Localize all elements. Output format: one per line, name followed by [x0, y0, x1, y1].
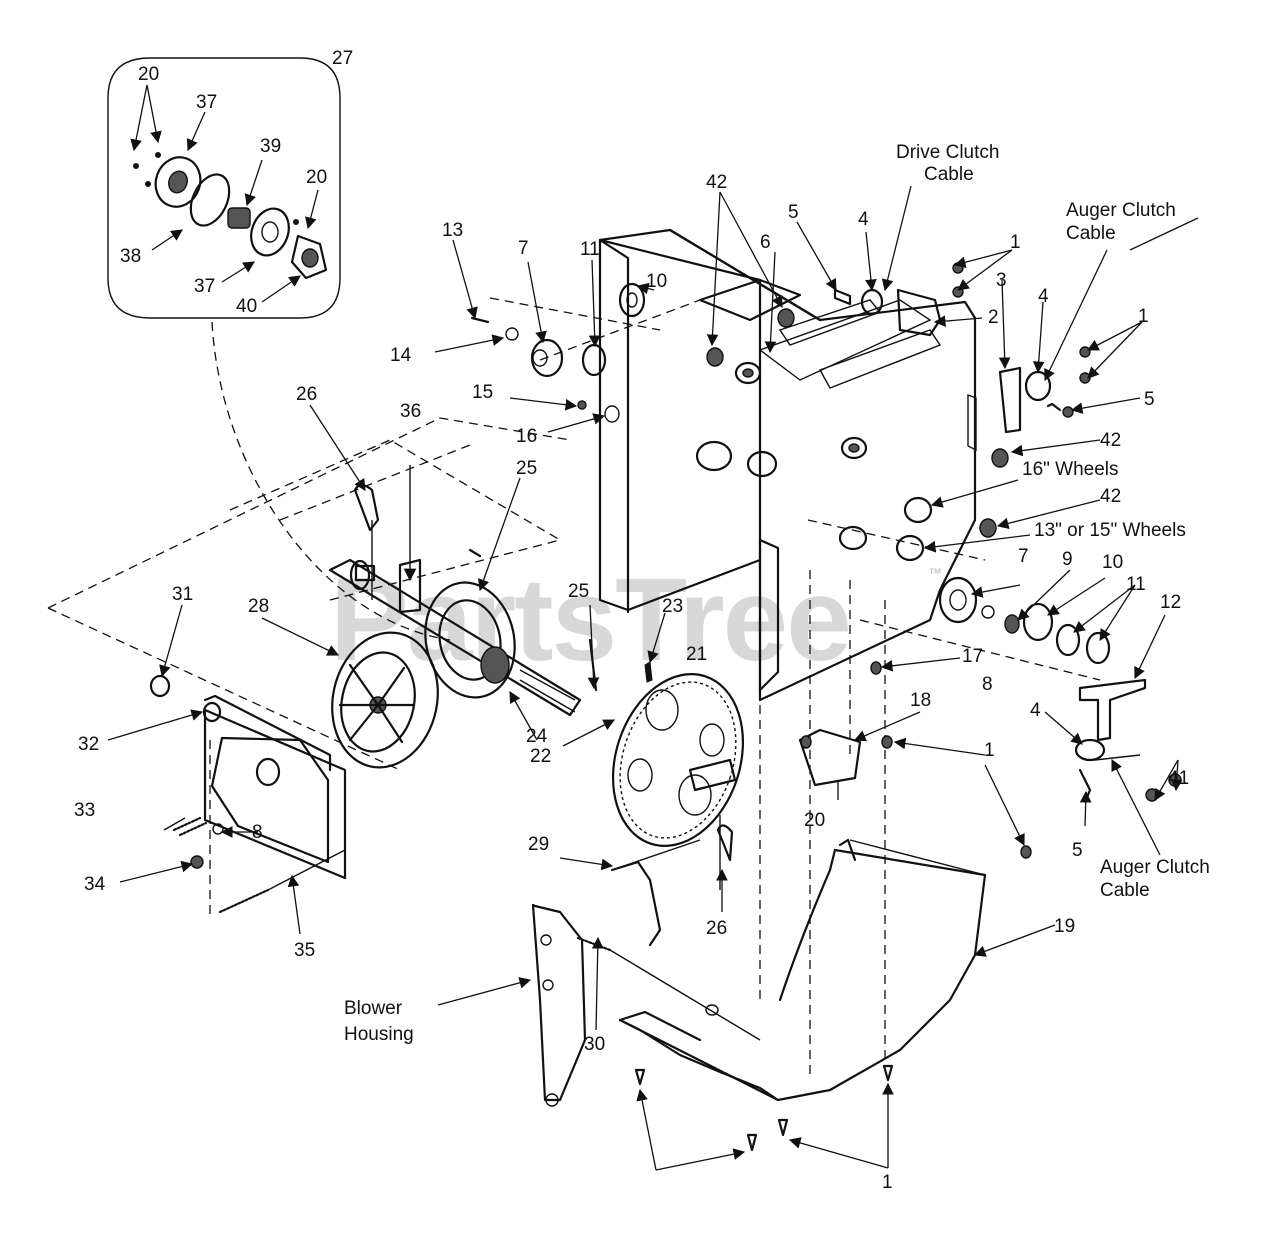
callout-33: 33 — [74, 800, 95, 821]
callout-42: 42 — [1100, 430, 1121, 451]
callout-11: 11 — [580, 239, 600, 260]
wheels-16-label: 16" Wheels — [1022, 459, 1119, 480]
callout-8: 8 — [252, 822, 263, 843]
auger-clutch-cable-label-top-line1: Auger Clutch — [1066, 200, 1176, 221]
callout-35: 35 — [294, 940, 315, 961]
callout-1: 1 — [984, 740, 995, 761]
callout-6: 6 — [760, 232, 771, 253]
callout-16: 16 — [516, 426, 537, 447]
phantom-lines — [47, 297, 1101, 1080]
callout-26: 26 — [706, 918, 727, 939]
auger-clutch-cable-label-top-line2: Cable — [1066, 223, 1116, 244]
bearing-kit-inset — [107, 57, 341, 319]
wheels-13-15-label: 13" or 15" Wheels — [1034, 520, 1186, 541]
callout-3: 3 — [996, 270, 1007, 291]
callout-37: 37 — [196, 92, 217, 113]
callout-41: 41 — [1168, 768, 1189, 789]
callout-40: 40 — [236, 296, 257, 317]
callout-32: 32 — [78, 734, 99, 755]
callout-7: 7 — [1018, 546, 1029, 567]
callout-21: 21 — [686, 644, 707, 665]
callout-4: 4 — [1030, 700, 1041, 721]
callout-42: 42 — [706, 172, 727, 193]
callout-24: 24 — [526, 726, 548, 747]
callout-numbers: 27 20 37 39 20 38 37 40 13 7 11 10 14 15… — [74, 48, 1189, 1193]
callout-28: 28 — [248, 596, 269, 617]
callout-5: 5 — [788, 202, 799, 223]
callout-31: 31 — [172, 584, 193, 605]
callout-4: 4 — [1038, 286, 1049, 307]
callout-27: 27 — [332, 48, 353, 69]
auger-clutch-cable-label-bottom-line2: Cable — [1100, 880, 1150, 901]
callout-19: 19 — [1054, 916, 1075, 937]
callout-10: 10 — [646, 271, 667, 292]
drive-clutch-cable-label-line1: Drive Clutch — [896, 142, 999, 163]
callout-36: 36 — [400, 401, 421, 422]
callout-14: 14 — [390, 345, 412, 366]
callout-20: 20 — [138, 64, 159, 85]
callout-5: 5 — [1072, 840, 1083, 861]
callout-1: 1 — [882, 1172, 893, 1193]
callout-12: 12 — [1160, 592, 1181, 613]
callout-39: 39 — [260, 136, 281, 157]
callout-26: 26 — [296, 384, 317, 405]
callout-4: 4 — [858, 209, 869, 230]
callout-8: 8 — [982, 674, 993, 695]
callout-38: 38 — [120, 246, 141, 267]
leader-arrows — [107, 185, 1199, 1171]
callout-9: 9 — [1062, 549, 1073, 570]
drive-clutch-cable-label-line2: Cable — [924, 164, 974, 185]
callout-10: 10 — [1102, 552, 1123, 573]
callout-7: 7 — [518, 238, 529, 259]
callout-1: 1 — [1138, 306, 1149, 327]
watermark-trademark: ™ — [928, 565, 942, 581]
right-side-parts — [706, 262, 1182, 802]
lower-assembly — [531, 661, 1032, 1152]
callout-1: 1 — [1010, 232, 1021, 253]
auger-clutch-cable-label-bottom-line1: Auger Clutch — [1100, 857, 1210, 878]
callout-20: 20 — [804, 810, 825, 831]
callout-22: 22 — [530, 746, 551, 767]
callout-13: 13 — [442, 220, 463, 241]
callout-30: 30 — [584, 1034, 605, 1055]
text-labels: Drive Clutch Cable Auger Clutch Cable 16… — [344, 142, 1210, 1045]
callout-5: 5 — [1144, 389, 1155, 410]
callout-20: 20 — [306, 167, 327, 188]
callout-17: 17 — [962, 646, 983, 667]
blower-housing-label-line2: Housing — [344, 1024, 414, 1045]
callout-18: 18 — [910, 690, 931, 711]
callout-2: 2 — [988, 307, 999, 328]
callout-34: 34 — [84, 874, 106, 895]
callout-37: 37 — [194, 276, 215, 297]
callout-42: 42 — [1100, 486, 1121, 507]
callout-11: 11 — [1126, 574, 1146, 595]
callout-25: 25 — [568, 581, 589, 602]
side-plate-assembly — [149, 674, 347, 914]
callout-29: 29 — [528, 834, 549, 855]
callout-23: 23 — [662, 596, 683, 617]
blower-housing-label-line1: Blower — [344, 998, 403, 1019]
callout-25: 25 — [516, 458, 537, 479]
frame-assembly — [598, 228, 977, 702]
callout-15: 15 — [472, 382, 493, 403]
